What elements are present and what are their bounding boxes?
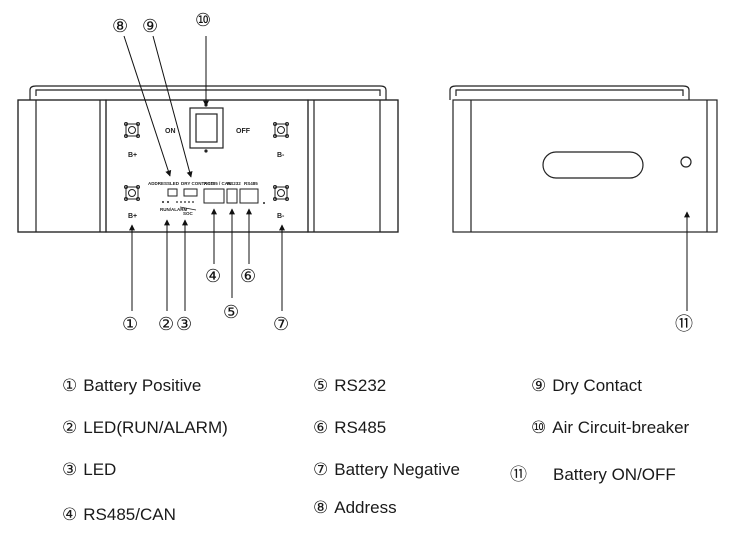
callout-8: ⑧ — [112, 16, 128, 37]
legend-text-8: Address — [334, 498, 397, 517]
callout-7: ⑦ — [273, 314, 289, 335]
legend-item-9: ⑨ Dry Contact — [531, 376, 642, 396]
callout-2: ② — [158, 314, 174, 335]
bolt-top-left — [124, 122, 140, 138]
legend-text-10: Air Circuit-breaker — [552, 418, 690, 437]
legend-text-7: Battery Negative — [334, 460, 460, 479]
air-circuit-breaker — [189, 103, 224, 153]
legend-num-7: ⑦ — [313, 460, 329, 480]
legend-num-3: ③ — [62, 460, 78, 480]
b-minus-label-top: B- — [277, 152, 285, 159]
legend-text-6: RS485 — [334, 418, 387, 437]
legend-text-11: Battery ON/OFF — [553, 465, 676, 484]
side-top-lid — [449, 85, 690, 100]
rs485-port — [239, 188, 259, 204]
legend-num-8: ⑧ — [313, 498, 329, 518]
legend-text-4: RS485/CAN — [83, 505, 176, 524]
terminal-bolts — [124, 122, 289, 201]
led-dots — [162, 201, 265, 204]
callout-4: ④ — [205, 266, 221, 287]
legend-item-1: ① Battery Positive — [62, 376, 201, 396]
legend-text-3: LED — [83, 460, 117, 479]
side-view — [449, 85, 718, 233]
legend-num-1: ① — [62, 376, 78, 396]
right-side-block — [307, 99, 399, 233]
on-label: ON — [165, 128, 176, 135]
callout-3: ③ — [176, 314, 192, 335]
address-port-label: ADDRESS — [148, 181, 170, 186]
address-dip-switch — [167, 188, 178, 197]
soc-indicator-line — [179, 206, 197, 211]
bolt-bottom-left — [124, 185, 140, 201]
legend-item-8: ⑧ Address — [313, 498, 397, 518]
legend-item-11: ⑪ Battery ON/OFF — [510, 460, 676, 485]
legend-item-2: ② LED(RUN/ALARM) — [62, 418, 228, 438]
rs485-can-port — [203, 188, 225, 204]
legend-item-5: ⑤ RS232 — [313, 376, 386, 396]
front-top-lid — [29, 85, 387, 100]
legend-item-3: ③ LED — [62, 460, 116, 480]
legend-num-10: ⑩ — [531, 418, 547, 438]
leader-dry-contact — [152, 35, 193, 178]
side-body — [452, 99, 718, 233]
legend-text-2: LED(RUN/ALARM) — [83, 418, 228, 437]
legend-num-9: ⑨ — [531, 376, 547, 396]
off-label: OFF — [236, 128, 251, 135]
side-handle-slot — [542, 151, 644, 179]
legend-text-5: RS232 — [334, 376, 387, 395]
b-plus-label-top: B+ — [128, 152, 137, 159]
legend-text-1: Battery Positive — [83, 376, 202, 395]
callout-6: ⑥ — [240, 266, 256, 287]
left-side-block — [17, 99, 107, 233]
callout-11: ⑪ — [675, 314, 693, 335]
legend-num-11: ⑪ — [510, 465, 527, 485]
callout-9: ⑨ — [142, 16, 158, 37]
legend-num-4: ④ — [62, 505, 78, 525]
center-panel — [105, 99, 309, 233]
bolt-bottom-right — [273, 185, 289, 201]
dry-contact-port-label: DRY CONTACT — [181, 181, 213, 186]
legend-num-5: ⑤ — [313, 376, 329, 396]
callout-10: ⑩ — [195, 10, 211, 31]
ports — [167, 188, 259, 204]
leader-address — [123, 35, 172, 177]
front-view — [17, 85, 399, 233]
led-port-label: LED — [170, 181, 180, 186]
legend-item-6: ⑥ RS485 — [313, 418, 386, 438]
bolt-top-right — [273, 122, 289, 138]
legend-item-4: ④ RS485/CAN — [62, 505, 176, 525]
run-alarm-label: RUN/ALARM — [160, 207, 187, 212]
battery-on-off-button — [680, 156, 692, 168]
legend-text-9: Dry Contact — [552, 376, 642, 395]
leader-lines-top — [123, 35, 209, 178]
soc-label: SOC — [183, 211, 194, 216]
legend-item-7: ⑦ Battery Negative — [313, 460, 460, 480]
dry-contact-port — [183, 188, 198, 197]
front-body — [17, 99, 399, 233]
rs232-port-label: RS232 — [227, 181, 241, 186]
b-minus-label-bottom: B- — [277, 213, 285, 220]
legend-num-2: ② — [62, 418, 78, 438]
callout-1: ① — [122, 314, 138, 335]
b-plus-label-bottom: B+ — [128, 213, 137, 220]
rs485-port-label: RS485 — [244, 181, 258, 186]
leader-lines-bottom — [129, 208, 285, 311]
rs232-port — [226, 188, 238, 204]
callout-5: ⑤ — [223, 302, 239, 323]
legend-num-6: ⑥ — [313, 418, 329, 438]
rs485-can-port-label: RS485 / CAN — [204, 181, 231, 186]
legend-item-10: ⑩ Air Circuit-breaker — [531, 418, 689, 438]
